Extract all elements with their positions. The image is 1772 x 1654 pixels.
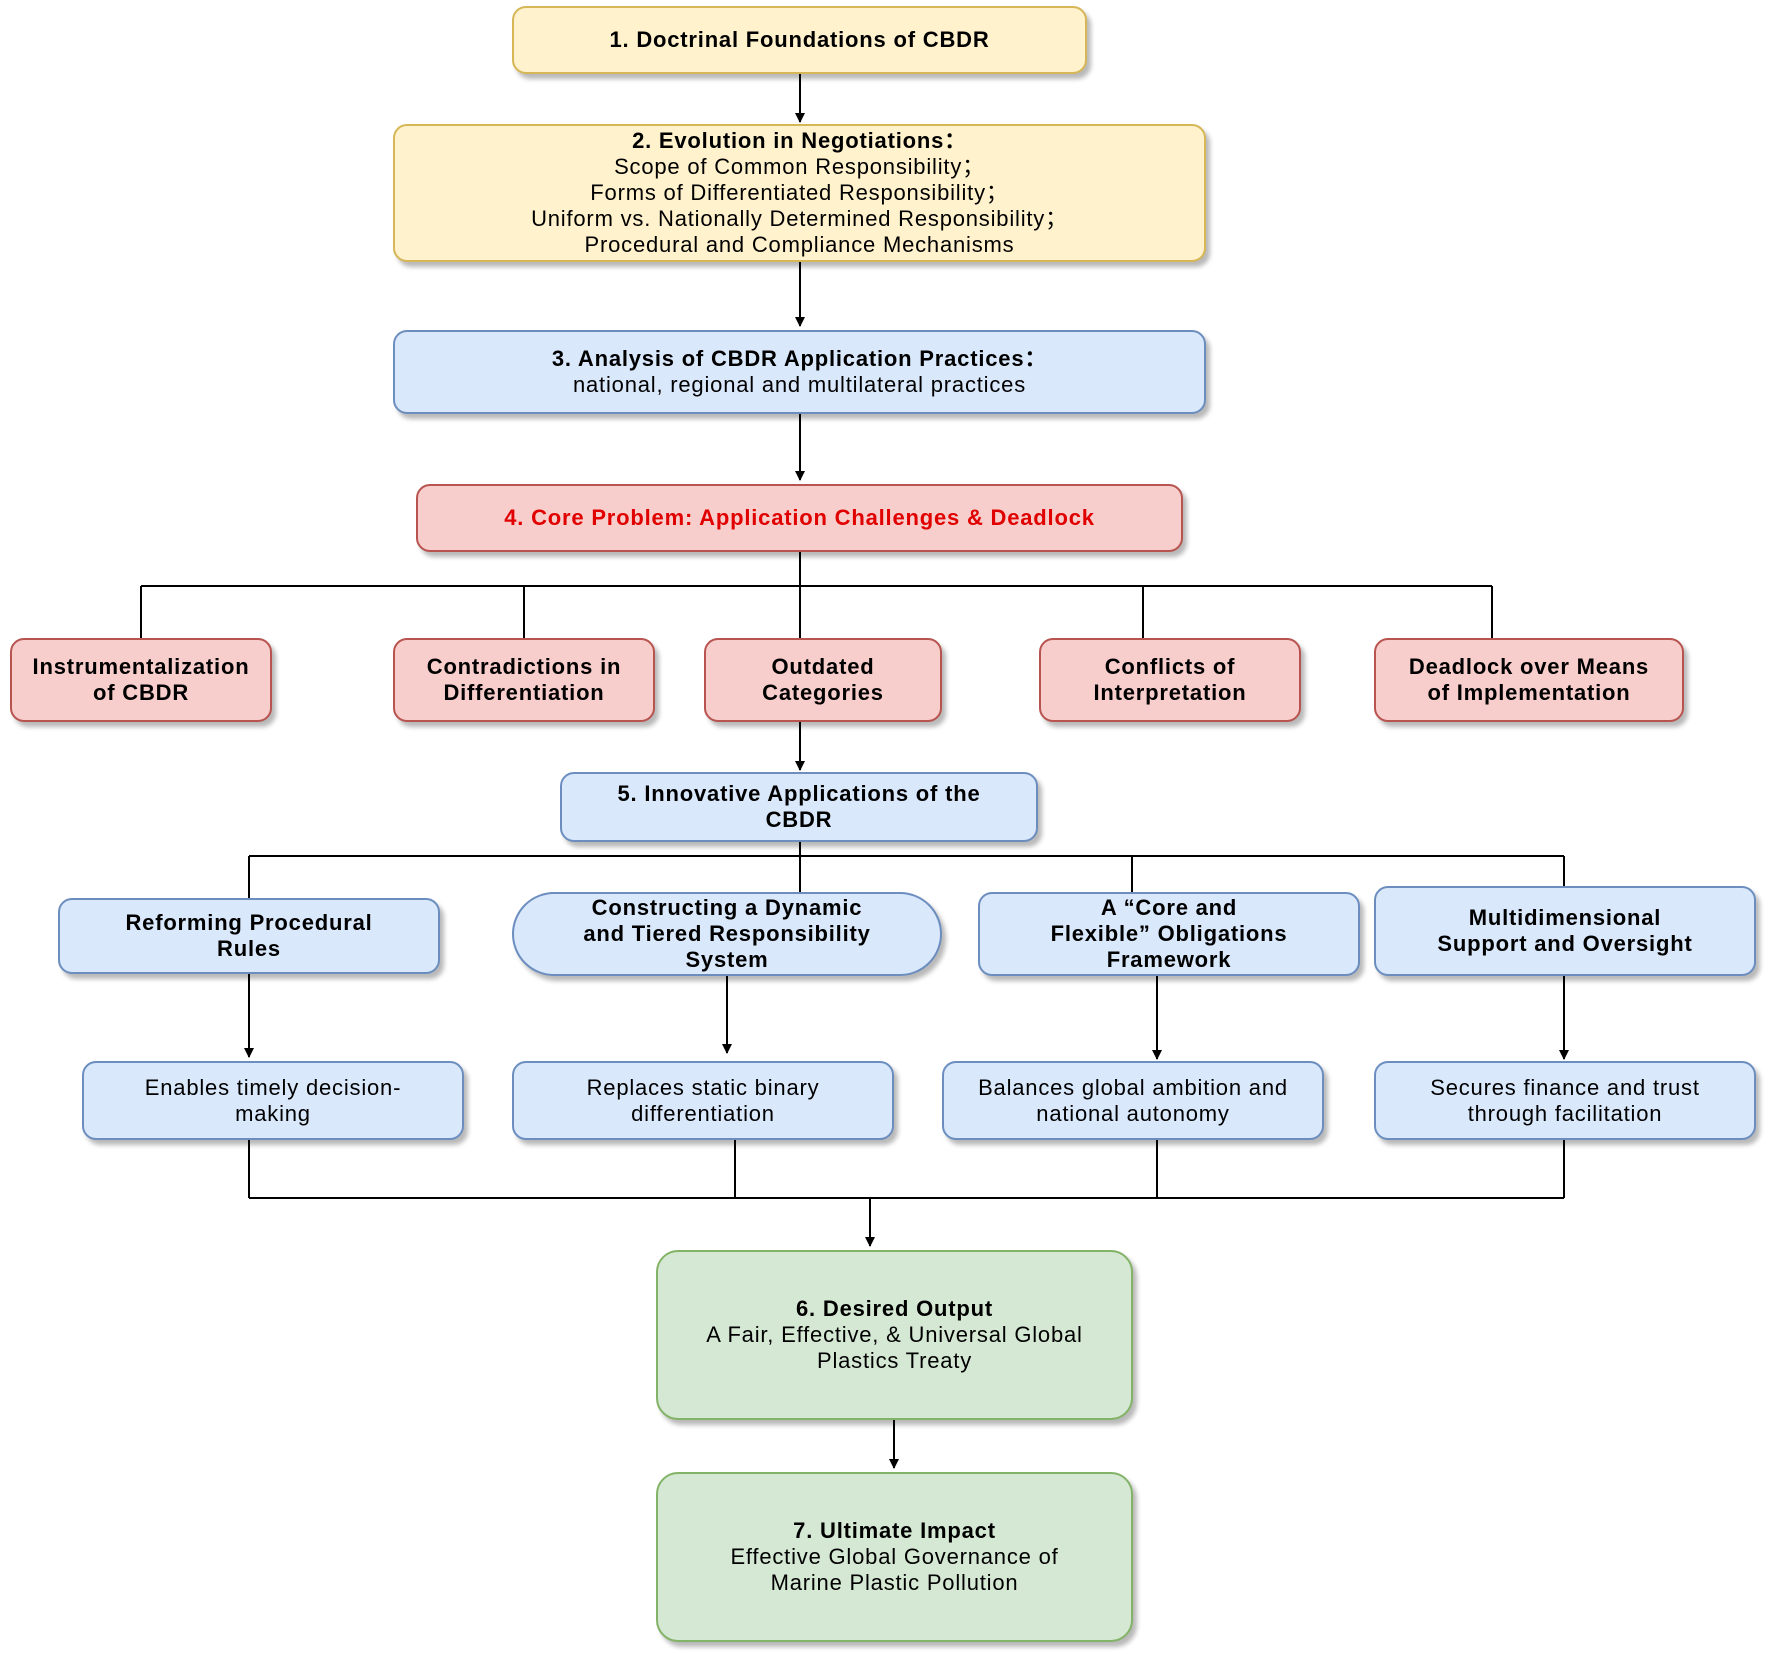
innovation-line: Reforming Procedural: [125, 910, 373, 936]
innovation-multidimensional-support: Multidimensional Support and Oversight: [1374, 886, 1756, 976]
box-1-title: 1. Doctrinal Foundations of CBDR: [609, 27, 990, 53]
effect-line: making: [235, 1100, 311, 1126]
box-7-title: 7. Ultimate Impact: [793, 1518, 996, 1544]
innovation-line: System: [685, 946, 769, 972]
innovation-line: Rules: [217, 936, 281, 961]
innovation-reforming-procedural-rules: Reforming Procedural Rules: [58, 898, 440, 974]
innovation-line: Framework: [1106, 946, 1232, 972]
effect-replaces-static-binary: Replaces static binary differentiation: [512, 1061, 894, 1140]
effect-line: differentiation: [631, 1100, 775, 1126]
box-2-line: Procedural and Compliance Mechanisms: [584, 231, 1015, 257]
innovation-line: Support and Oversight: [1437, 931, 1693, 956]
box-7-line: Effective Global Governance of: [730, 1544, 1059, 1570]
box-6-line: Plastics Treaty: [816, 1347, 973, 1373]
box-2-line: Uniform vs. Nationally Determined Respon…: [531, 205, 1068, 231]
effect-line: Secures finance and trust: [1430, 1074, 1700, 1100]
box-innovative-applications: 5. Innovative Applications of the CBDR: [560, 772, 1038, 842]
challenge-line: Contradictions in: [426, 654, 622, 680]
box-evolution-in-negotiations: 2. Evolution in Negotiations： Scope of C…: [393, 124, 1206, 262]
challenge-line: Differentiation: [443, 680, 605, 705]
box-ultimate-impact: 7. Ultimate Impact Effective Global Gove…: [656, 1472, 1133, 1642]
challenge-line: Deadlock over Means: [1408, 654, 1650, 680]
box-2-title: 2. Evolution in Negotiations：: [632, 128, 967, 154]
innovation-line: A “Core and: [1100, 895, 1238, 921]
innovation-line: Constructing a Dynamic: [591, 895, 863, 921]
challenge-line: of CBDR: [92, 680, 190, 705]
challenge-line: Interpretation: [1093, 680, 1247, 705]
challenge-instrumentalization: Instrumentalization of CBDR: [10, 638, 272, 722]
box-3-line: national, regional and multilateral prac…: [572, 372, 1026, 397]
box-4-title: 4. Core Problem: Application Challenges …: [504, 505, 1095, 531]
challenge-line: Conflicts of: [1104, 654, 1236, 680]
effect-secures-finance-trust: Secures finance and trust through facili…: [1374, 1061, 1756, 1140]
box-core-problem: 4. Core Problem: Application Challenges …: [416, 484, 1183, 552]
box-6-line: A Fair, Effective, & Universal Global: [706, 1322, 1083, 1348]
merge-effects-to-6: [248, 1140, 1565, 1247]
branch-core-problem-to-challenges: [140, 552, 1493, 638]
branch-5-to-innovations: [248, 842, 1565, 898]
box-analysis-of-practices: 3. Analysis of CBDR Application Practice…: [393, 330, 1206, 414]
challenge-conflicts-of-interpretation: Conflicts of Interpretation: [1039, 638, 1301, 722]
effect-line: through facilitation: [1467, 1100, 1663, 1126]
challenge-line: of Implementation: [1427, 680, 1631, 705]
innovation-core-and-flexible-framework: A “Core and Flexible” Obligations Framew…: [978, 892, 1360, 976]
effect-line: Enables timely decision-: [144, 1074, 402, 1100]
effect-line: Replaces static binary: [586, 1074, 820, 1100]
box-7-line: Marine Plastic Pollution: [770, 1569, 1019, 1595]
box-doctrinal-foundations: 1. Doctrinal Foundations of CBDR: [512, 6, 1087, 74]
box-2-line: Scope of Common Responsibility；: [614, 154, 985, 180]
effect-line: Balances global ambition and: [978, 1074, 1288, 1100]
box-3-title: 3. Analysis of CBDR Application Practice…: [551, 346, 1048, 372]
effect-timely-decision-making: Enables timely decision- making: [82, 1061, 464, 1140]
box-2-line: Forms of Differentiated Responsibility；: [590, 180, 1009, 206]
challenge-outdated-categories: Outdated Categories: [704, 638, 942, 722]
box-5-line: 5. Innovative Applications of the: [617, 781, 981, 807]
box-6-title: 6. Desired Output: [796, 1296, 993, 1322]
challenge-deadlock-over-means: Deadlock over Means of Implementation: [1374, 638, 1684, 722]
innovation-line: Flexible” Obligations: [1050, 921, 1288, 947]
effect-balances-ambition-autonomy: Balances global ambition and national au…: [942, 1061, 1324, 1140]
box-5-line: CBDR: [765, 807, 833, 832]
innovation-line: Multidimensional: [1468, 905, 1662, 931]
challenge-contradictions: Contradictions in Differentiation: [393, 638, 655, 722]
challenge-line: Instrumentalization: [32, 654, 250, 680]
challenge-line: Categories: [762, 680, 884, 705]
innovation-line: and Tiered Responsibility: [583, 921, 871, 947]
effect-line: national autonomy: [1036, 1100, 1230, 1126]
innovation-dynamic-tiered-system: Constructing a Dynamic and Tiered Respon…: [512, 892, 942, 976]
challenge-line: Outdated: [771, 654, 875, 680]
box-desired-output: 6. Desired Output A Fair, Effective, & U…: [656, 1250, 1133, 1420]
